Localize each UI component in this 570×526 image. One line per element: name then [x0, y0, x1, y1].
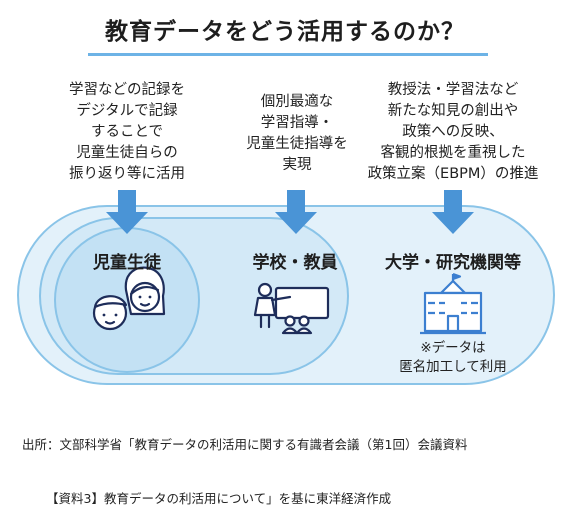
students-description: 学習などの記録を デジタルで記録 することで 児童生徒自らの 振り返り等に活用 [69, 82, 185, 182]
students-icon [92, 266, 166, 331]
actor-label-school: 学校・教員 [252, 253, 338, 273]
actor-label-students: 児童生徒 [93, 253, 161, 273]
title-underline [88, 53, 488, 56]
school-description: 個別最適な 学習指導・ 児童生徒指導を 実現 [246, 94, 348, 173]
actor-label-university: 大学・研究機関等 [385, 253, 521, 273]
source-citation: 出所：文部科学省「教育データの利活用に関する有識者会議（第1回）会議資料 【資料… [22, 400, 467, 526]
source-line-2: 【資料3】教育データの利活用について」を基に東洋経済作成 [46, 491, 392, 506]
arrow-down-students [106, 190, 148, 234]
nested-scope-diagram [17, 190, 555, 385]
source-line-1: 出所：文部科学省「教育データの利活用に関する有識者会議（第1回）会議資料 [22, 437, 468, 452]
university-building-icon [420, 272, 486, 335]
arrow-down-university [432, 190, 474, 234]
teacher-icon [253, 282, 330, 335]
page-title: 教育データをどう活用するのか？ [105, 19, 465, 45]
arrow-down-school [275, 190, 317, 234]
university-description: 教授法・学習法など 新たな知見の創出や 政策への反映、 客観的根拠を重視した 政… [367, 82, 539, 182]
anonymization-note: ※データは 匿名加工して利用 [399, 340, 507, 375]
